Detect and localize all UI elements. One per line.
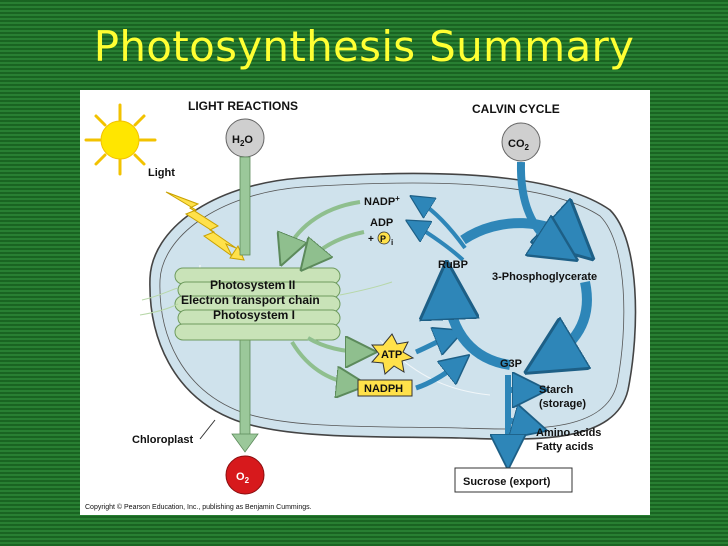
sun-icon: [84, 103, 157, 176]
nadp-label: NADP+: [364, 194, 400, 208]
svg-text:P: P: [380, 234, 386, 244]
o2-label: O2: [236, 471, 250, 485]
storage-label: (storage): [539, 398, 586, 410]
svg-text:i: i: [391, 238, 393, 247]
starch-label: Starch: [539, 384, 574, 396]
chloroplast-label: Chloroplast: [132, 434, 193, 446]
regeneration-arrows: [416, 202, 467, 262]
thylakoid-stack: [139, 267, 393, 341]
products-to-calvin-arrows: [415, 336, 458, 391]
pga-label: 3-Phosphoglycerate: [492, 271, 597, 283]
fatty-acids-label: Fatty acids: [536, 441, 593, 453]
photosynthesis-diagram: LIGHT REACTIONS CALVIN CYCLE Light H2O C…: [80, 90, 650, 515]
light-label: Light: [148, 167, 175, 179]
amino-acids-label: Amino acids: [536, 427, 601, 439]
water-to-oxygen-arrow: [231, 156, 259, 453]
nadph-box: NADPH: [357, 379, 413, 397]
svg-text:+: +: [368, 234, 374, 245]
nadp-adp-to-thylakoid-arrows: [285, 200, 365, 262]
co2-node: CO2: [501, 122, 541, 162]
co2-in-arrow: [516, 161, 558, 248]
chloroplast-leader: [199, 419, 216, 440]
calvin-cycle-header: CALVIN CYCLE: [472, 102, 560, 116]
nadph-label: NADPH: [364, 383, 403, 395]
atp-label: ATP: [381, 349, 402, 361]
sucrose-label: Sucrose (export): [463, 476, 551, 488]
photosystem-i-label: Photosystem I: [213, 308, 295, 322]
slide-title: Photosynthesis Summary: [93, 22, 635, 71]
light-reactions-header: LIGHT REACTIONS: [188, 99, 298, 113]
g3p-label: G3P: [500, 358, 522, 370]
adp-label: ADP: [370, 217, 393, 229]
phosphate-label: + P i: [368, 231, 393, 247]
o2-node: O2: [225, 455, 265, 495]
co2-label: CO2: [508, 138, 530, 152]
rubp-label: RuBP: [438, 259, 468, 271]
sucrose-box: Sucrose (export): [454, 467, 573, 493]
copyright-text: Copyright © Pearson Education, Inc., pub…: [85, 503, 312, 511]
etc-label: Electron transport chain: [181, 293, 320, 307]
thylakoid-to-products-arrows: [290, 338, 365, 384]
photosystem-ii-label: Photosystem II: [210, 278, 295, 292]
g3p-output-arrows: [508, 375, 530, 452]
water-label: H2O: [232, 134, 253, 148]
atp-badge: ATP: [370, 333, 415, 375]
water-node: H2O: [225, 118, 265, 158]
